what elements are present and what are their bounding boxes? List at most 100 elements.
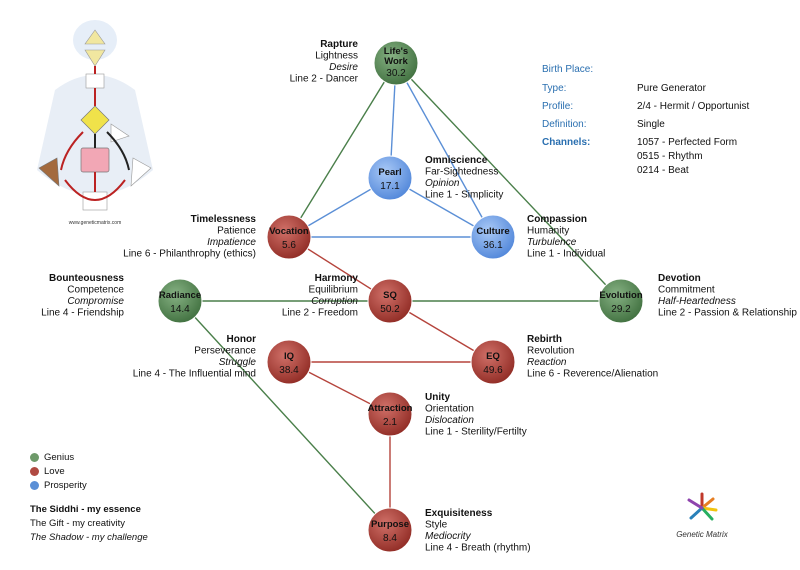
genetic-matrix-logo: Genetic Matrix [667, 486, 737, 546]
legend-dot [30, 480, 39, 490]
line-text: Line 4 - Breath (rhythm) [425, 543, 531, 554]
node-title: Vocation [269, 226, 309, 237]
siddhi-text: Compassion [527, 214, 587, 225]
gift-text: Competence [67, 285, 124, 296]
info-label: Channels: [542, 137, 591, 148]
node-circle [157, 278, 203, 324]
node-circle [367, 391, 413, 437]
siddhi-text: Exquisiteness [425, 508, 493, 519]
siddhi-text: Honor [227, 334, 257, 345]
edge-lifes-work-vocation [288, 62, 397, 238]
node-title: Work [384, 56, 408, 67]
node-circle [266, 214, 312, 260]
logo-text: Genetic Matrix [676, 530, 728, 539]
node-title: Purpose [371, 519, 409, 530]
line-text: Line 2 - Passion & Relationship [658, 308, 797, 319]
siddhi-text: Devotion [658, 273, 701, 284]
line-text: Line 6 - Reverence/Alienation [527, 369, 658, 380]
shadow-text: Corruption [311, 296, 358, 307]
text-style-key: The Siddhi - my essence The Gift - my cr… [30, 503, 148, 545]
node-value: 36.1 [483, 240, 503, 251]
node-title: SQ [383, 290, 397, 301]
siddhi-text: Rebirth [527, 334, 562, 345]
channel-item: 1057 - Perfected Form [637, 137, 738, 148]
line-text: Line 1 - Sterility/Fertilty [425, 427, 527, 438]
key-gift: The Gift - my creativity [30, 518, 126, 529]
node-value: 30.2 [386, 68, 406, 79]
shadow-text: Desire [329, 62, 358, 73]
line-text: Line 1 - Individual [527, 249, 605, 260]
line-text: Line 6 - Philanthrophy (ethics) [123, 249, 256, 260]
node-value: 2.1 [383, 417, 397, 428]
line-text: Line 2 - Dancer [290, 74, 359, 85]
channel-item: 0515 - Rhythm [637, 151, 703, 162]
legend-item-love: Love [30, 464, 87, 478]
line-text: Line 4 - The Influential mind [133, 369, 256, 380]
legend-label: Genius [44, 451, 75, 463]
node-value: 8.4 [383, 533, 397, 544]
node-value: 17.1 [380, 181, 400, 192]
gift-text: Far-Sightedness [425, 167, 498, 178]
shadow-text: Reaction [527, 357, 567, 368]
node-culture[interactable]: Culture 36.1 [470, 214, 516, 260]
line-text: Line 4 - Friendship [41, 308, 124, 319]
gift-text: Perseverance [194, 346, 256, 357]
info-label: Profile: [542, 101, 574, 112]
info-label: Type: [542, 83, 567, 94]
shadow-text: Turbulence [527, 237, 577, 248]
siddhi-text: Rapture [320, 39, 358, 50]
node-circle [373, 40, 419, 86]
siddhi-text: Harmony [315, 273, 359, 284]
gift-text: Commitment [658, 285, 715, 296]
node-value: 14.4 [170, 304, 190, 315]
color-legend: Genius Love Prosperity [30, 450, 87, 492]
gift-text: Revolution [527, 346, 574, 357]
legend-dot [30, 466, 39, 476]
shadow-text: Dislocation [425, 415, 474, 426]
birth-place-label: Birth Place: [542, 64, 594, 75]
edge-radiance-purpose [179, 300, 391, 531]
node-title: Culture [476, 226, 509, 237]
info-value: Pure Generator [637, 83, 706, 94]
legend-label: Love [44, 465, 65, 477]
siddhi-text: Timelessness [191, 214, 257, 225]
bodygraph-image: www.geneticmatrix.com [25, 20, 165, 230]
gift-text: Equilibrium [309, 285, 358, 296]
node-circle [598, 278, 644, 324]
node-circle [470, 214, 516, 260]
info-label: Definition: [542, 119, 587, 130]
bodygraph-caption: www.geneticmatrix.com [69, 220, 122, 226]
gift-text: Humanity [527, 226, 569, 237]
node-circle [470, 339, 516, 385]
node-purpose[interactable]: Purpose 8.4 [367, 507, 413, 553]
node-value: 29.2 [611, 304, 631, 315]
edge-lifes-work-evolution [395, 62, 622, 302]
legend-item-genius: Genius [30, 450, 87, 464]
line-text: Line 2 - Freedom [282, 308, 358, 319]
logo-mark-icon [687, 492, 718, 521]
siddhi-text: Omniscience [425, 155, 488, 166]
gift-text: Lightness [315, 51, 358, 62]
line-text: Line 1 - Simplicity [425, 190, 503, 201]
key-shadow: The Shadow - my challenge [30, 532, 148, 543]
siddhi-text: Bounteousness [49, 273, 124, 284]
